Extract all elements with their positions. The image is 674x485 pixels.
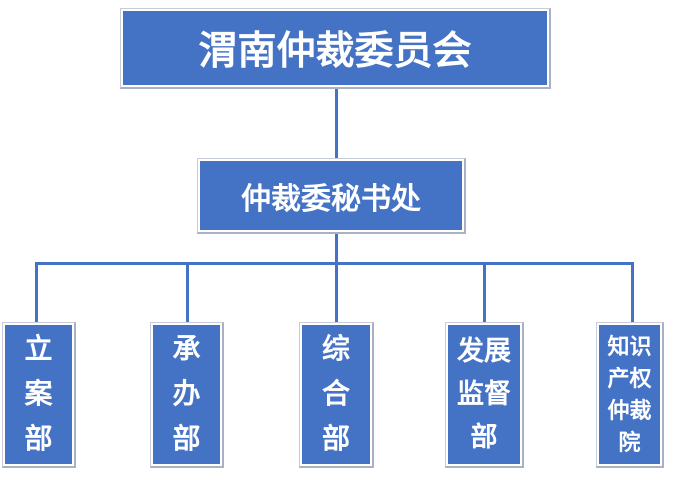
label-line: 合 [321,379,350,410]
node-arbitration-secretariat: 仲裁委秘书处 [197,158,466,234]
connector-root-to-secretariat [335,89,338,161]
connector-horizontal-rail [35,262,634,265]
node-ip-arbitration-court: 知识 产权 仲裁 院 [596,322,664,468]
node-secretariat-label: 仲裁委秘书处 [200,161,462,230]
connector-drop-undertaking [186,265,189,322]
label-line: 产权 [607,365,652,391]
connector-drop-case-filing [35,265,38,322]
connector-drop-general [335,265,338,322]
connector-drop-ip-arbitration [631,265,634,322]
node-case-filing-department: 立 案 部 [2,322,76,468]
node-undertaking-department: 承 办 部 [150,322,224,468]
label-line: 发展 [457,336,511,366]
label-line: 监督 [457,379,511,409]
label-line: 部 [321,424,350,455]
label-line: 部 [24,424,53,455]
label-line: 仲裁 [607,397,652,423]
node-general-affairs-department: 综 合 部 [299,322,374,468]
label-line: 部 [470,422,498,452]
node-undertaking-label: 承 办 部 [153,325,220,464]
node-development-supervision-label: 发展 监督 部 [448,325,520,464]
label-line: 立 [24,334,53,365]
label-line: 承 [172,334,201,365]
label-line: 案 [24,379,53,410]
node-case-filing-label: 立 案 部 [5,325,72,464]
node-title-label: 渭南仲裁委员会 [123,11,547,85]
label-line: 知识 [607,333,652,359]
label-line: 院 [618,429,641,455]
node-weinan-arbitration-commission: 渭南仲裁委员会 [120,8,551,89]
node-development-supervision-department: 发展 监督 部 [445,322,524,468]
label-line: 部 [172,424,201,455]
node-ip-arbitration-label: 知识 产权 仲裁 院 [599,325,660,464]
connector-drop-development-supervision [483,265,486,322]
label-line: 综 [321,334,350,365]
connector-secretariat-to-rail [335,234,338,265]
label-line: 办 [172,379,201,410]
node-general-affairs-label: 综 合 部 [302,325,370,464]
